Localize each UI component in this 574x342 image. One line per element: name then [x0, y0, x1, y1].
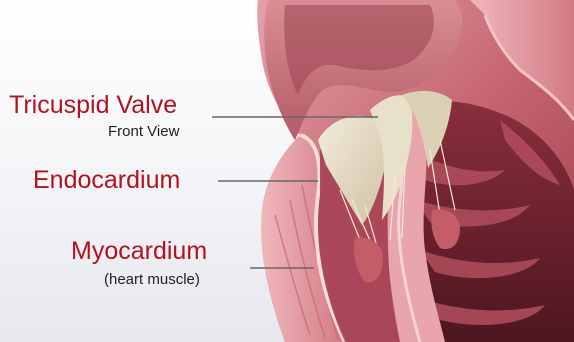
myocardium-label: Myocardium — [71, 239, 207, 264]
myocardium-heart-muscle-label: (heart muscle) — [104, 272, 200, 287]
tricuspid-valve-label: Tricuspid Valve — [9, 93, 177, 118]
endocardium-label: Endocardium — [33, 168, 180, 193]
tricuspid-front-view-label: Front View — [108, 124, 179, 139]
